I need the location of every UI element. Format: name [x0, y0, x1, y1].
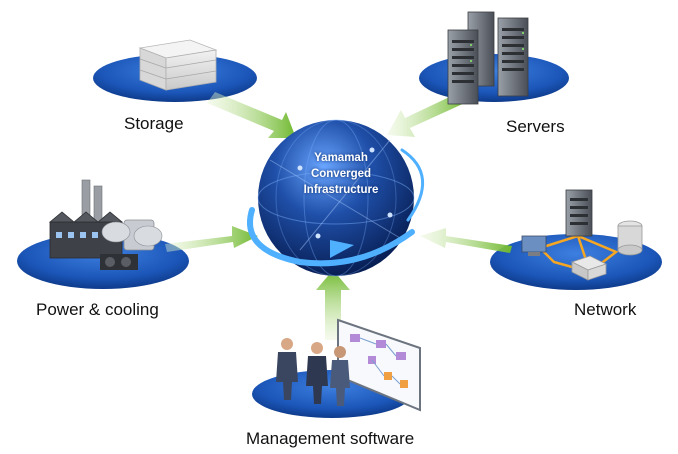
server-rack-icon — [447, 11, 529, 105]
management-software-label: Management software — [246, 429, 415, 448]
globe-icon — [247, 119, 424, 277]
factory-icon — [48, 179, 163, 270]
arrow-network — [420, 228, 512, 253]
servers-label: Servers — [506, 117, 565, 136]
center-title-line-3: Infrastructure — [303, 184, 379, 196]
center-title-line-1: Yamamah — [314, 152, 368, 164]
center-title-line-2: Converged — [310, 168, 372, 180]
power-cooling-label: Power & cooling — [36, 300, 159, 319]
arrow-servers — [387, 92, 467, 137]
arrow-storage — [207, 92, 296, 138]
network-label: Network — [574, 300, 637, 319]
presentation-people-icon — [276, 318, 421, 412]
presenter-figures — [276, 338, 350, 406]
center-title: Yamamah Converged Infrastructure — [276, 150, 406, 198]
storage-label: Storage — [124, 114, 184, 133]
network-topology-icon — [521, 189, 643, 281]
arrow-power — [165, 226, 258, 252]
storage-array-icon — [138, 39, 218, 91]
arrow-management — [316, 270, 350, 340]
